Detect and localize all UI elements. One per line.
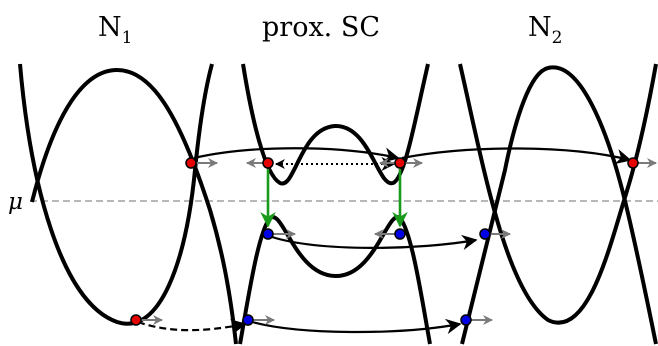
n1-band-upper	[30, 67, 238, 345]
electron-dot	[130, 314, 142, 326]
hole-dot	[242, 314, 254, 326]
n1-bands	[18, 63, 238, 345]
transfer-arrows	[137, 147, 632, 335]
n1-band-lower	[18, 63, 214, 326]
arrow-n1-to-sc-top	[193, 147, 400, 163]
sc-band-lower	[238, 215, 432, 345]
arrow-sc-to-n2-mid	[271, 234, 478, 251]
electron-dots	[130, 157, 639, 326]
electron-dot	[185, 157, 197, 169]
arrow-sc-to-n2-bottom	[251, 318, 462, 335]
n2-bands	[458, 63, 658, 345]
electron-dot	[394, 157, 406, 169]
velocity-arrows	[140, 158, 657, 325]
hole-dot	[460, 314, 472, 326]
hole-dot	[479, 228, 491, 240]
electron-dot	[627, 157, 639, 169]
hole-dot	[262, 228, 274, 240]
n2-band-upper	[458, 63, 658, 325]
region-title-n2: N2	[528, 12, 562, 48]
arrow-sc-to-n2-top	[401, 147, 632, 165]
hole-dot	[394, 228, 406, 240]
hole-dots	[242, 228, 491, 326]
electron-dot	[262, 157, 274, 169]
region-title-prox-sc: prox. SC	[262, 12, 380, 43]
sc-dotted-link	[275, 157, 396, 171]
mu-label: μ	[8, 189, 23, 215]
arrow-n1-to-sc-bottom	[137, 319, 247, 335]
region-title-n1: N1	[98, 12, 132, 48]
andreev-arrows	[260, 169, 408, 228]
